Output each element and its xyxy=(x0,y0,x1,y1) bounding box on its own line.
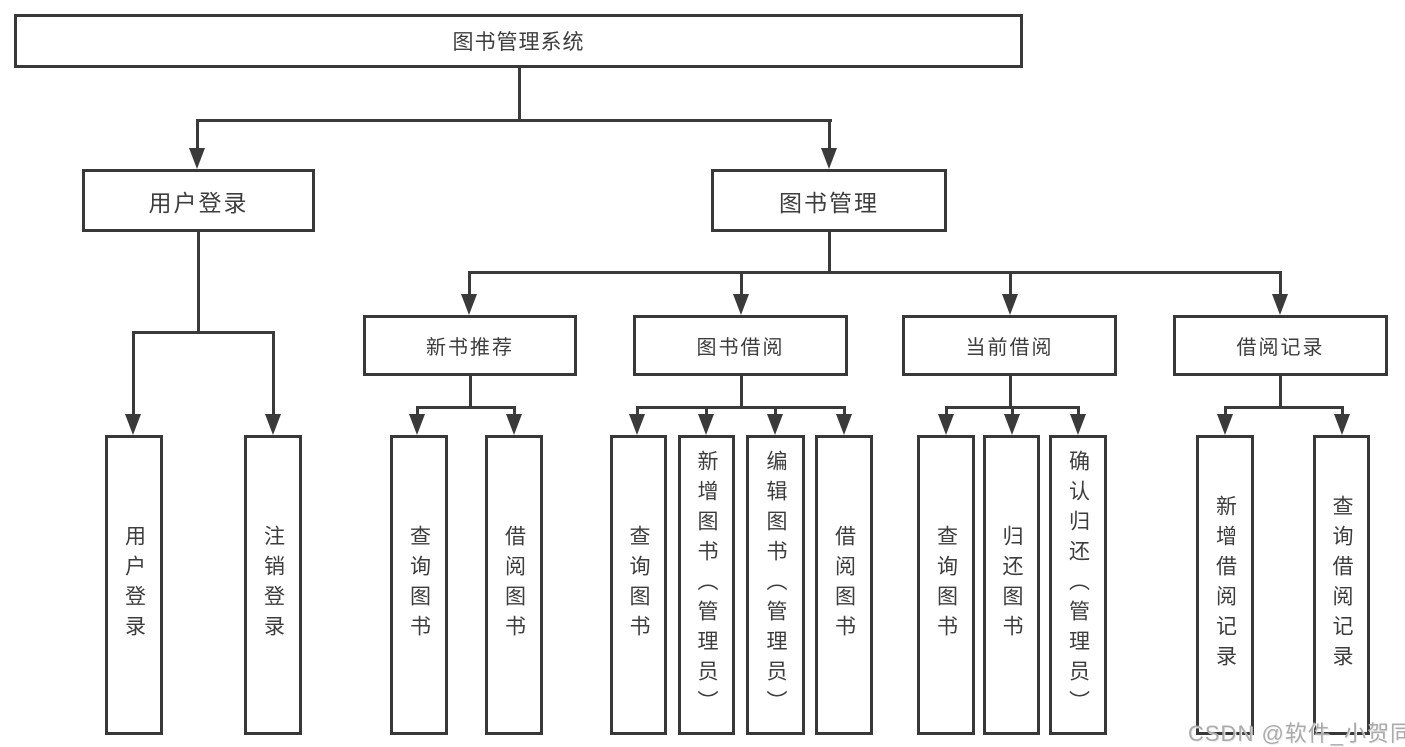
node-label: 借阅图书 xyxy=(502,525,526,645)
node-label: 确认归还（管理员） xyxy=(1066,450,1090,720)
arrow-down-icon xyxy=(1272,294,1288,315)
connector-branch xyxy=(945,406,948,418)
connector-branch-book-management xyxy=(828,119,831,151)
node-label: 图书管理 xyxy=(779,189,879,216)
node-edit-book-admin: 编辑图书（管理员） xyxy=(746,435,805,735)
node-label: 查询图书 xyxy=(407,525,431,645)
connector-branch xyxy=(774,406,777,418)
node-label: 新增借阅记录 xyxy=(1213,495,1237,675)
arrow-down-icon xyxy=(733,294,749,315)
node-return-book: 归还图书 xyxy=(983,435,1040,735)
node-label: 借阅记录 xyxy=(1236,337,1325,359)
arrow-down-icon xyxy=(409,414,425,435)
node-book-management: 图书管理 xyxy=(711,169,947,232)
connector-current-borrowing-stem xyxy=(1009,376,1012,408)
connector-user-login-bar xyxy=(132,331,275,334)
node-label: 借阅图书 xyxy=(832,525,856,645)
node-library-management-system: 图书管理系统 xyxy=(14,14,1023,68)
connector-branch-logout-leaf xyxy=(272,331,275,415)
connector-new-book-stem xyxy=(469,376,472,408)
connector-branch xyxy=(705,406,708,418)
node-book-borrowing: 图书借阅 xyxy=(633,315,848,376)
connector-root-bar xyxy=(196,119,832,122)
node-query-books-recommend: 查询图书 xyxy=(390,435,448,735)
node-label: 编辑图书（管理员） xyxy=(764,450,787,720)
arrow-down-icon xyxy=(461,294,477,315)
node-user-login-leaf: 用户登录 xyxy=(105,435,163,735)
connector-branch xyxy=(636,406,639,418)
connector-branch-user-login xyxy=(196,119,199,151)
node-query-borrow-record: 查询借阅记录 xyxy=(1313,435,1370,735)
arrow-down-icon xyxy=(836,414,852,435)
node-label: 查询图书 xyxy=(934,525,958,645)
arrow-down-icon xyxy=(1070,414,1086,435)
node-new-book-recommendation: 新书推荐 xyxy=(363,315,577,376)
node-add-borrow-record: 新增借阅记录 xyxy=(1196,435,1254,735)
connector-branch xyxy=(1224,406,1227,418)
node-query-books-current: 查询图书 xyxy=(917,435,975,735)
connector-book-management-stem xyxy=(828,232,831,273)
node-borrow-books-leaf: 借阅图书 xyxy=(815,435,873,735)
node-label: 注销登录 xyxy=(261,525,285,645)
node-label: 当前借阅 xyxy=(965,337,1054,359)
connector-branch xyxy=(1011,406,1014,418)
node-label: 图书借阅 xyxy=(696,337,785,359)
connector-branch-borrowing-records xyxy=(1279,271,1282,296)
connector-branch xyxy=(1341,406,1344,418)
arrow-down-icon xyxy=(938,414,954,435)
node-label: 归还图书 xyxy=(1000,525,1023,645)
node-label: 查询借阅记录 xyxy=(1330,495,1353,675)
connector-book-management-bar xyxy=(468,271,1282,274)
connector-branch xyxy=(843,406,846,418)
connector-branch-current-borrowing xyxy=(1009,271,1012,296)
node-label: 新增图书（管理员） xyxy=(695,450,718,720)
arrow-down-icon xyxy=(189,148,205,169)
connector-branch-book-borrowing xyxy=(740,271,743,296)
connector-book-borrowing-stem xyxy=(740,376,743,408)
connector-root-stem xyxy=(518,68,521,119)
node-confirm-return-admin: 确认归还（管理员） xyxy=(1049,435,1107,735)
connector-book-borrowing-bar xyxy=(636,406,845,409)
connector-new-book-bar xyxy=(416,406,515,409)
node-label: 用户登录 xyxy=(148,189,249,216)
arrow-down-icon xyxy=(698,414,714,435)
connector-borrowing-records-bar xyxy=(1224,406,1344,409)
node-label: 用户登录 xyxy=(122,525,146,645)
arrow-down-icon xyxy=(629,414,645,435)
connector-branch-new-book xyxy=(468,271,471,296)
arrow-down-icon xyxy=(265,414,281,435)
node-label: 查询图书 xyxy=(627,525,650,645)
arrow-down-icon xyxy=(506,414,522,435)
node-label: 新书推荐 xyxy=(426,337,514,359)
csdn-watermark: CSDN @软件_小贺同学 xyxy=(1188,721,1405,746)
arrow-down-icon xyxy=(1334,414,1350,435)
node-logout: 注销登录 xyxy=(244,435,302,735)
node-borrow-books-recommend: 借阅图书 xyxy=(485,435,543,735)
connector-borrowing-records-stem xyxy=(1279,376,1282,408)
arrow-down-icon xyxy=(821,148,837,169)
arrow-down-icon xyxy=(767,414,783,435)
node-label: 图书管理系统 xyxy=(452,31,585,54)
connector-branch-login-leaf xyxy=(132,331,135,415)
connector-branch xyxy=(513,406,516,418)
node-user-login: 用户登录 xyxy=(82,169,315,232)
arrow-down-icon xyxy=(1004,414,1020,435)
connector-branch xyxy=(1077,406,1080,418)
node-borrowing-records: 借阅记录 xyxy=(1173,315,1388,376)
connector-branch xyxy=(416,406,419,418)
node-query-books-borrowing: 查询图书 xyxy=(610,435,667,735)
arrow-down-icon xyxy=(125,414,141,435)
arrow-down-icon xyxy=(1217,414,1233,435)
arrow-down-icon xyxy=(1002,294,1018,315)
node-current-borrowing: 当前借阅 xyxy=(902,315,1117,376)
node-add-book-admin: 新增图书（管理员） xyxy=(678,435,735,735)
connector-user-login-stem xyxy=(197,232,200,333)
